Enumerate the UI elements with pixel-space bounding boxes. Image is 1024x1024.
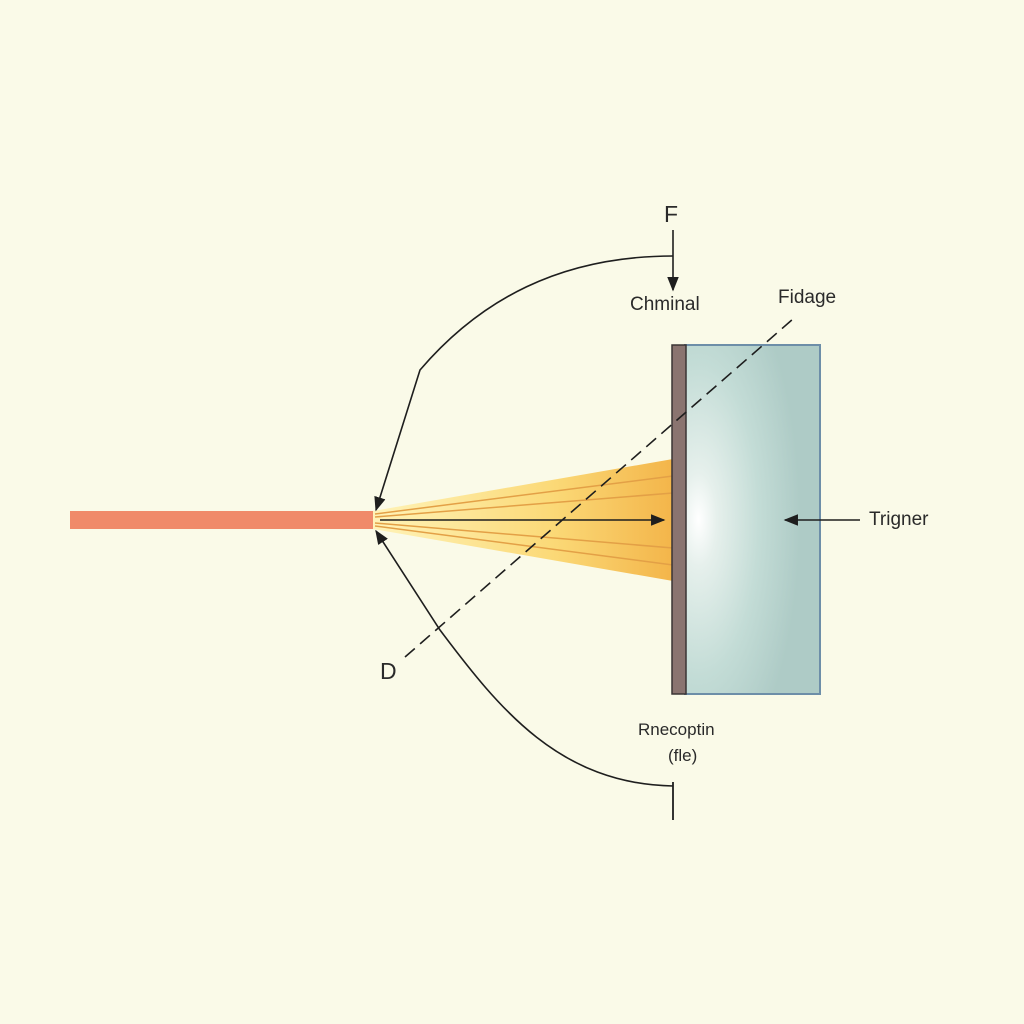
label-fidage: Fidage (778, 287, 837, 308)
lower-curve-arrow (375, 529, 674, 787)
optical-fiber (70, 511, 375, 529)
plate-edge (671, 344, 687, 695)
label-f: F (664, 201, 679, 227)
label-rnecoptin: Rnecoptin (638, 720, 715, 739)
beam-rays (374, 475, 674, 566)
upper-curve-arrow (374, 255, 674, 512)
dashed-diagonal (404, 318, 794, 658)
label-fle: (fle) (668, 746, 698, 765)
label-trigner: Trigner (869, 509, 929, 530)
label-d: D (380, 658, 397, 684)
label-chminal: Chminal (630, 294, 700, 315)
